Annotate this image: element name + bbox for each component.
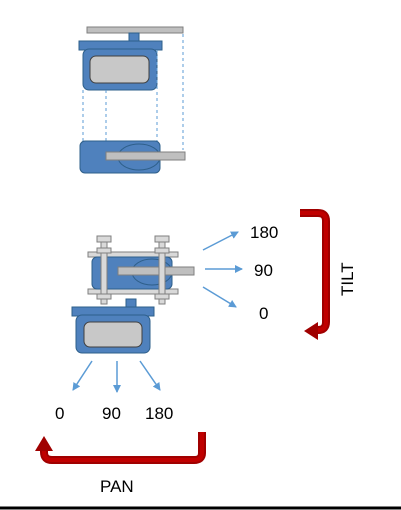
tilt-angle-90: 90 [254, 261, 273, 280]
bolt-left [96, 235, 112, 305]
tilt-angle-arrows [202, 231, 243, 308]
pan-arrowhead [35, 436, 53, 451]
tilt-label: TILT [338, 262, 357, 296]
tilt-arrowhead [304, 322, 318, 340]
top-servo-horn-bar [86, 26, 184, 34]
tilt-arrow-180 [202, 231, 239, 251]
projection-guides [82, 34, 184, 150]
middle-servo-horn-bar [105, 151, 186, 161]
pan-arrow-0 [72, 360, 93, 391]
top-servo-window [89, 55, 150, 84]
tilt-rotation-arrow-inner [300, 211, 328, 332]
tilt-angle-180: 180 [250, 223, 278, 242]
pan-arrow-180 [139, 360, 161, 391]
tilt-servo-horn-bar [117, 266, 195, 276]
pan-rotation-arrow-inner [42, 432, 204, 462]
middle-servo-top-view [79, 140, 186, 174]
tilt-arrow-0 [202, 286, 237, 308]
top-servo-front-view [78, 26, 184, 91]
bolt-right [154, 235, 170, 305]
pan-label: PAN [100, 477, 134, 496]
tilt-rotation-arrow [300, 209, 330, 334]
tilt-angle-0: 0 [259, 304, 268, 323]
pan-rotation-arrow [40, 432, 206, 464]
pan-angle-180: 180 [145, 404, 173, 423]
pan-servo-window [83, 321, 143, 348]
pan-tilt-assembly [71, 235, 195, 354]
pan-angle-90: 90 [102, 404, 121, 423]
pan-angle-arrows [72, 360, 161, 393]
pan-angle-0: 0 [55, 404, 64, 423]
